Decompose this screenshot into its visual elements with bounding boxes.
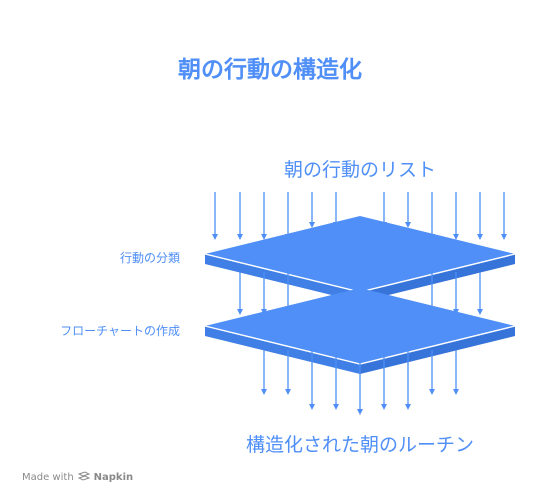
plate-side-left (205, 254, 360, 302)
input-arrow (429, 192, 435, 240)
input-arrows (212, 192, 507, 240)
output-arrow (333, 350, 339, 410)
layer-label-flowchart: フローチャートの作成 (60, 324, 180, 338)
output-arrow (261, 350, 267, 395)
input-arrow (212, 192, 218, 240)
middle-arrow (477, 272, 483, 315)
input-label: 朝の行動のリスト (283, 159, 436, 181)
output-arrows (261, 350, 459, 415)
input-arrow (309, 192, 315, 228)
output-arrow (357, 350, 363, 415)
middle-arrows (237, 272, 483, 315)
plate-top (205, 216, 515, 292)
footer-credit: Made with Napkin (22, 471, 133, 483)
plate-side-right (360, 254, 515, 302)
output-arrow (381, 350, 387, 410)
input-arrow (501, 192, 507, 240)
middle-arrow (237, 272, 243, 315)
input-arrow (237, 192, 243, 240)
diagram-title: 朝の行動の構造化 (178, 57, 362, 83)
layer-plate-flowchart (204, 288, 516, 374)
layer-plate-classification (204, 216, 516, 302)
footer-prefix: Made with (22, 471, 74, 483)
output-arrow (405, 350, 411, 410)
input-arrow (453, 192, 459, 240)
input-arrow (477, 192, 483, 240)
output-arrow (453, 350, 459, 395)
output-arrow (429, 350, 435, 395)
footer-brand: Napkin (93, 471, 134, 483)
napkin-logo-icon (77, 471, 90, 481)
input-arrow (261, 192, 267, 240)
plate-side-left (205, 326, 360, 374)
input-arrow (405, 192, 411, 228)
layer-label-classification: 行動の分類 (119, 251, 180, 265)
input-arrow (285, 192, 291, 240)
output-arrow (285, 350, 291, 395)
output-label: 構造化された朝のルーチン (245, 434, 474, 456)
output-arrow (309, 350, 315, 410)
plate-side-right (360, 326, 515, 374)
